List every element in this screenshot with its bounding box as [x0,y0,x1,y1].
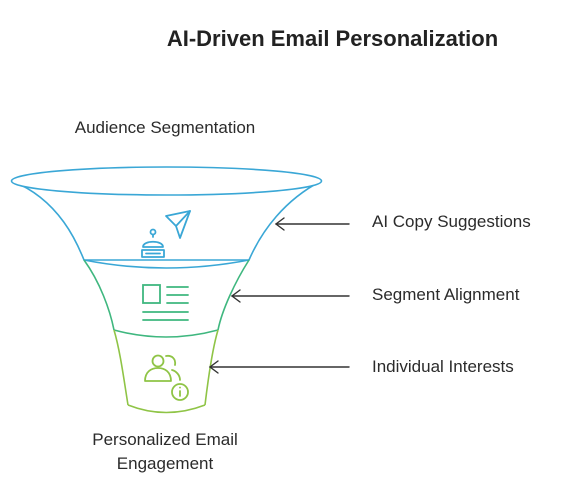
funnel-divider-1 [83,259,250,269]
users-info-icon [144,354,189,401]
robot-send-icon [141,210,191,258]
funnel-divider-2 [113,329,219,338]
funnel-segment-1 [11,180,322,261]
document-layout-icon [142,284,189,321]
stage-label-ai-copy-suggestions: AI Copy Suggestions [372,212,531,231]
funnel-segment-2 [83,259,250,331]
funnel-bottom-label-line1: Personalized Email [92,430,238,449]
page-title: AI-Driven Email Personalization [166,26,499,51]
funnel-bottom-label: Personalized Email Engagement [40,428,290,476]
funnel-top-label: Audience Segmentation [74,118,256,137]
stage-label-segment-alignment: Segment Alignment [372,285,520,304]
stage-label-individual-interests: Individual Interests [372,357,514,376]
funnel-rim [10,166,323,196]
funnel-segment-3 [113,329,219,406]
funnel-bottom-curve [127,404,206,414]
funnel-bottom-label-line2: Engagement [116,454,214,473]
arrow-2 [230,289,350,303]
arrow-1 [274,217,350,231]
arrow-3 [208,360,350,374]
